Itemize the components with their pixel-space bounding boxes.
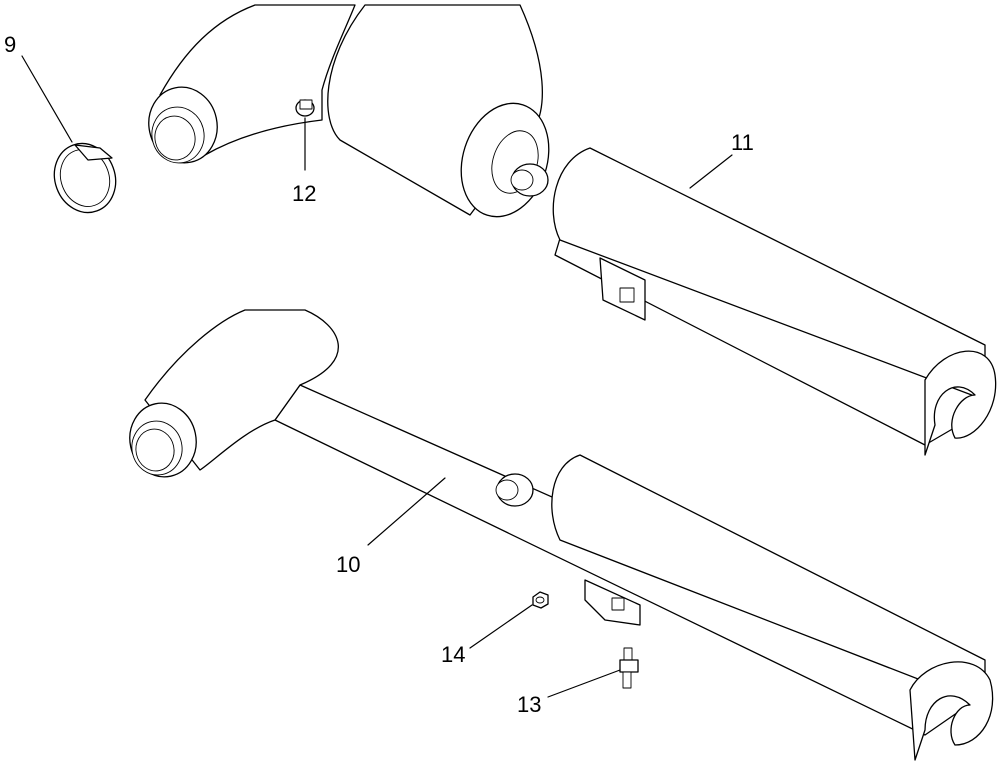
leader-lines — [21, 55, 733, 698]
leader-9 — [21, 55, 73, 143]
callout-9: 9 — [4, 32, 16, 57]
leader-10 — [367, 477, 446, 546]
lower-mounting-bracket — [584, 579, 641, 626]
leader-13 — [547, 669, 621, 698]
upper-mounting-bracket — [599, 257, 646, 321]
stud-13 — [619, 647, 639, 689]
lower-heat-shield — [551, 454, 986, 706]
upper-shield-curl — [924, 350, 997, 456]
drain-plug-12 — [295, 99, 315, 117]
callout-10: 10 — [336, 552, 360, 577]
lower-exhaust-assembly — [129, 309, 994, 761]
hose-clamp-9 — [53, 142, 117, 214]
callout-11: 11 — [731, 130, 754, 155]
upper-exhaust-assembly — [148, 4, 997, 456]
nut-14 — [532, 591, 549, 609]
callout-12: 12 — [292, 181, 316, 206]
callout-14: 14 — [441, 642, 465, 667]
upper-outlet-stub — [510, 163, 549, 197]
lower-shield-curl — [909, 661, 994, 761]
lower-outlet-stub — [495, 473, 534, 507]
callout-13: 13 — [517, 692, 541, 717]
upper-heat-shield — [552, 147, 986, 401]
leader-11 — [689, 154, 733, 189]
leader-14 — [469, 604, 533, 649]
